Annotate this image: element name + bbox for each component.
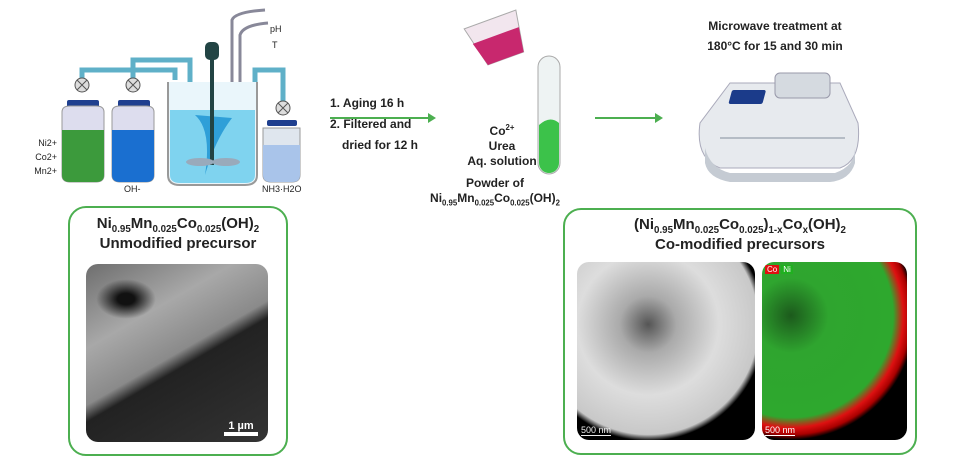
feed-ion-labels: Ni2+ Co2+ Mn2+: [31, 136, 57, 178]
step-aging: 1. Aging 16 h: [330, 96, 405, 110]
powder-of-text: Powder of: [465, 176, 524, 190]
legend-ni: Ni: [781, 265, 793, 274]
unmodified-precursor-panel: Ni0.95Mn0.025Co0.025(OH)2 Unmodified pre…: [68, 206, 288, 456]
sem-scale-bar: 1 µm: [224, 420, 258, 436]
powder-label: Powder of Ni0.95Mn0.025Co0.025(OH)2: [400, 176, 590, 208]
beaker-and-test-tube: [463, 9, 561, 175]
co-modified-precursor-panel: (Ni0.95Mn0.025Co0.025)1-xCox(OH)2 Co-mod…: [563, 208, 917, 455]
microwave-reactor-icon: [698, 72, 860, 182]
unmodified-title: Ni0.95Mn0.025Co0.025(OH)2 Unmodified pre…: [70, 214, 286, 254]
eds-map-image: Co Ni 500 nm: [762, 262, 907, 440]
valve-icon: [74, 77, 291, 116]
microwave-label: Microwave treatment at 180°C for 15 and …: [680, 16, 870, 56]
step-filtered: 2. Filtered and: [330, 117, 412, 131]
powder-formula: Ni0.95Mn0.025Co0.025(OH)2: [430, 191, 560, 208]
arrow-head-icon: [655, 113, 663, 123]
microwave-line2: 180°C for 15 and 30 min: [707, 39, 843, 53]
hydroxide-label: OH-: [124, 184, 141, 194]
urea-label: Urea: [488, 139, 516, 153]
ammonia-label: NH3·H2O: [262, 184, 302, 194]
tem-image: 500 nm: [577, 262, 755, 440]
ion-ni: Ni2+: [38, 138, 57, 148]
process-arrow-2: [595, 117, 657, 119]
legend-co: Co: [765, 265, 780, 274]
microwave-line1: Microwave treatment at: [708, 19, 842, 33]
modified-title: (Ni0.95Mn0.025Co0.025)1-xCox(OH)2 Co-mod…: [565, 215, 915, 255]
sem-image: 1 µm: [86, 264, 268, 442]
eds-legend: Co Ni: [765, 265, 793, 274]
process-arrow: [330, 117, 430, 119]
ion-mn: Mn2+: [34, 166, 57, 176]
aqueous-solution-label: Aq. solution: [467, 154, 537, 168]
ph-probe-label: pH: [270, 24, 282, 34]
coprecipitation-apparatus: [61, 8, 301, 186]
step-dried: dried for 12 h: [342, 138, 419, 152]
modified-formula: (Ni0.95Mn0.025Co0.025)1-xCox(OH)2: [634, 216, 846, 236]
ion-co: Co2+: [35, 152, 57, 162]
eds-scale-bar: 500 nm: [765, 425, 796, 436]
unmodified-subtitle: Unmodified precursor: [99, 235, 257, 252]
aging-step-text: 1. Aging 16 h 2. Filtered and dried for …: [330, 93, 418, 156]
modified-subtitle: Co-modified precursors: [654, 236, 826, 253]
tem-scale-bar: 500 nm: [581, 425, 612, 436]
arrow-head-icon: [428, 113, 436, 123]
co-ion: Co2+: [489, 123, 515, 138]
unmodified-formula: Ni0.95Mn0.025Co0.025(OH)2: [96, 215, 260, 235]
co-solution-label: Co2+ Urea Aq. solution: [462, 124, 542, 169]
temperature-probe-label: T: [272, 40, 278, 50]
